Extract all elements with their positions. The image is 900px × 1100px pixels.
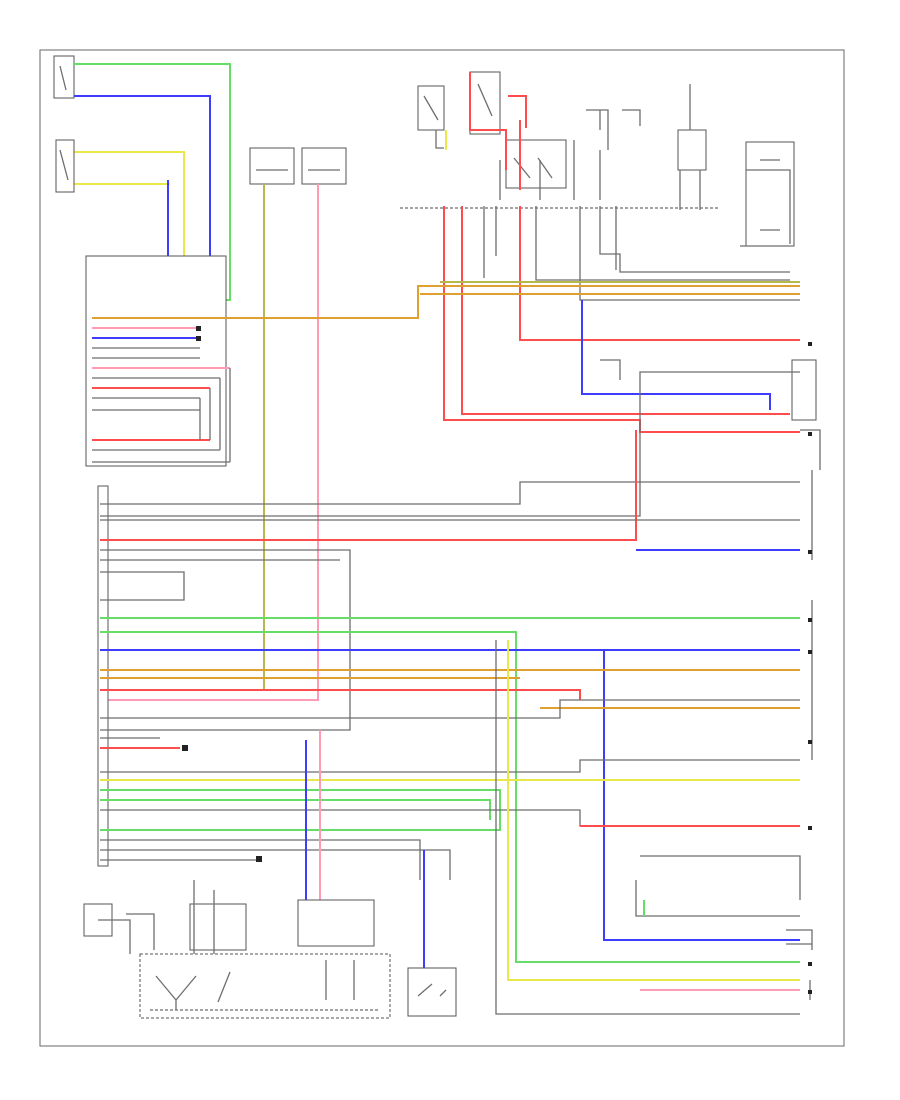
bottom-cluster — [126, 880, 391, 1019]
bottom-switch-module — [407, 967, 457, 1017]
upper-left-connector — [85, 255, 227, 467]
left-sensor — [55, 139, 75, 193]
relay-block — [400, 71, 720, 209]
diagram-frame — [39, 49, 845, 1047]
right-terminal-marks — [808, 342, 812, 994]
lower-left-connector — [97, 485, 109, 867]
right-top-sensor-a — [740, 141, 795, 247]
upper-left-connector-pins — [92, 317, 231, 463]
top-center-module — [249, 147, 347, 185]
top-left-switch — [53, 55, 75, 99]
lower-left-connector-runs — [100, 371, 800, 963]
right-connector-column — [791, 359, 821, 760]
bottom-left-sensor — [83, 903, 131, 954]
